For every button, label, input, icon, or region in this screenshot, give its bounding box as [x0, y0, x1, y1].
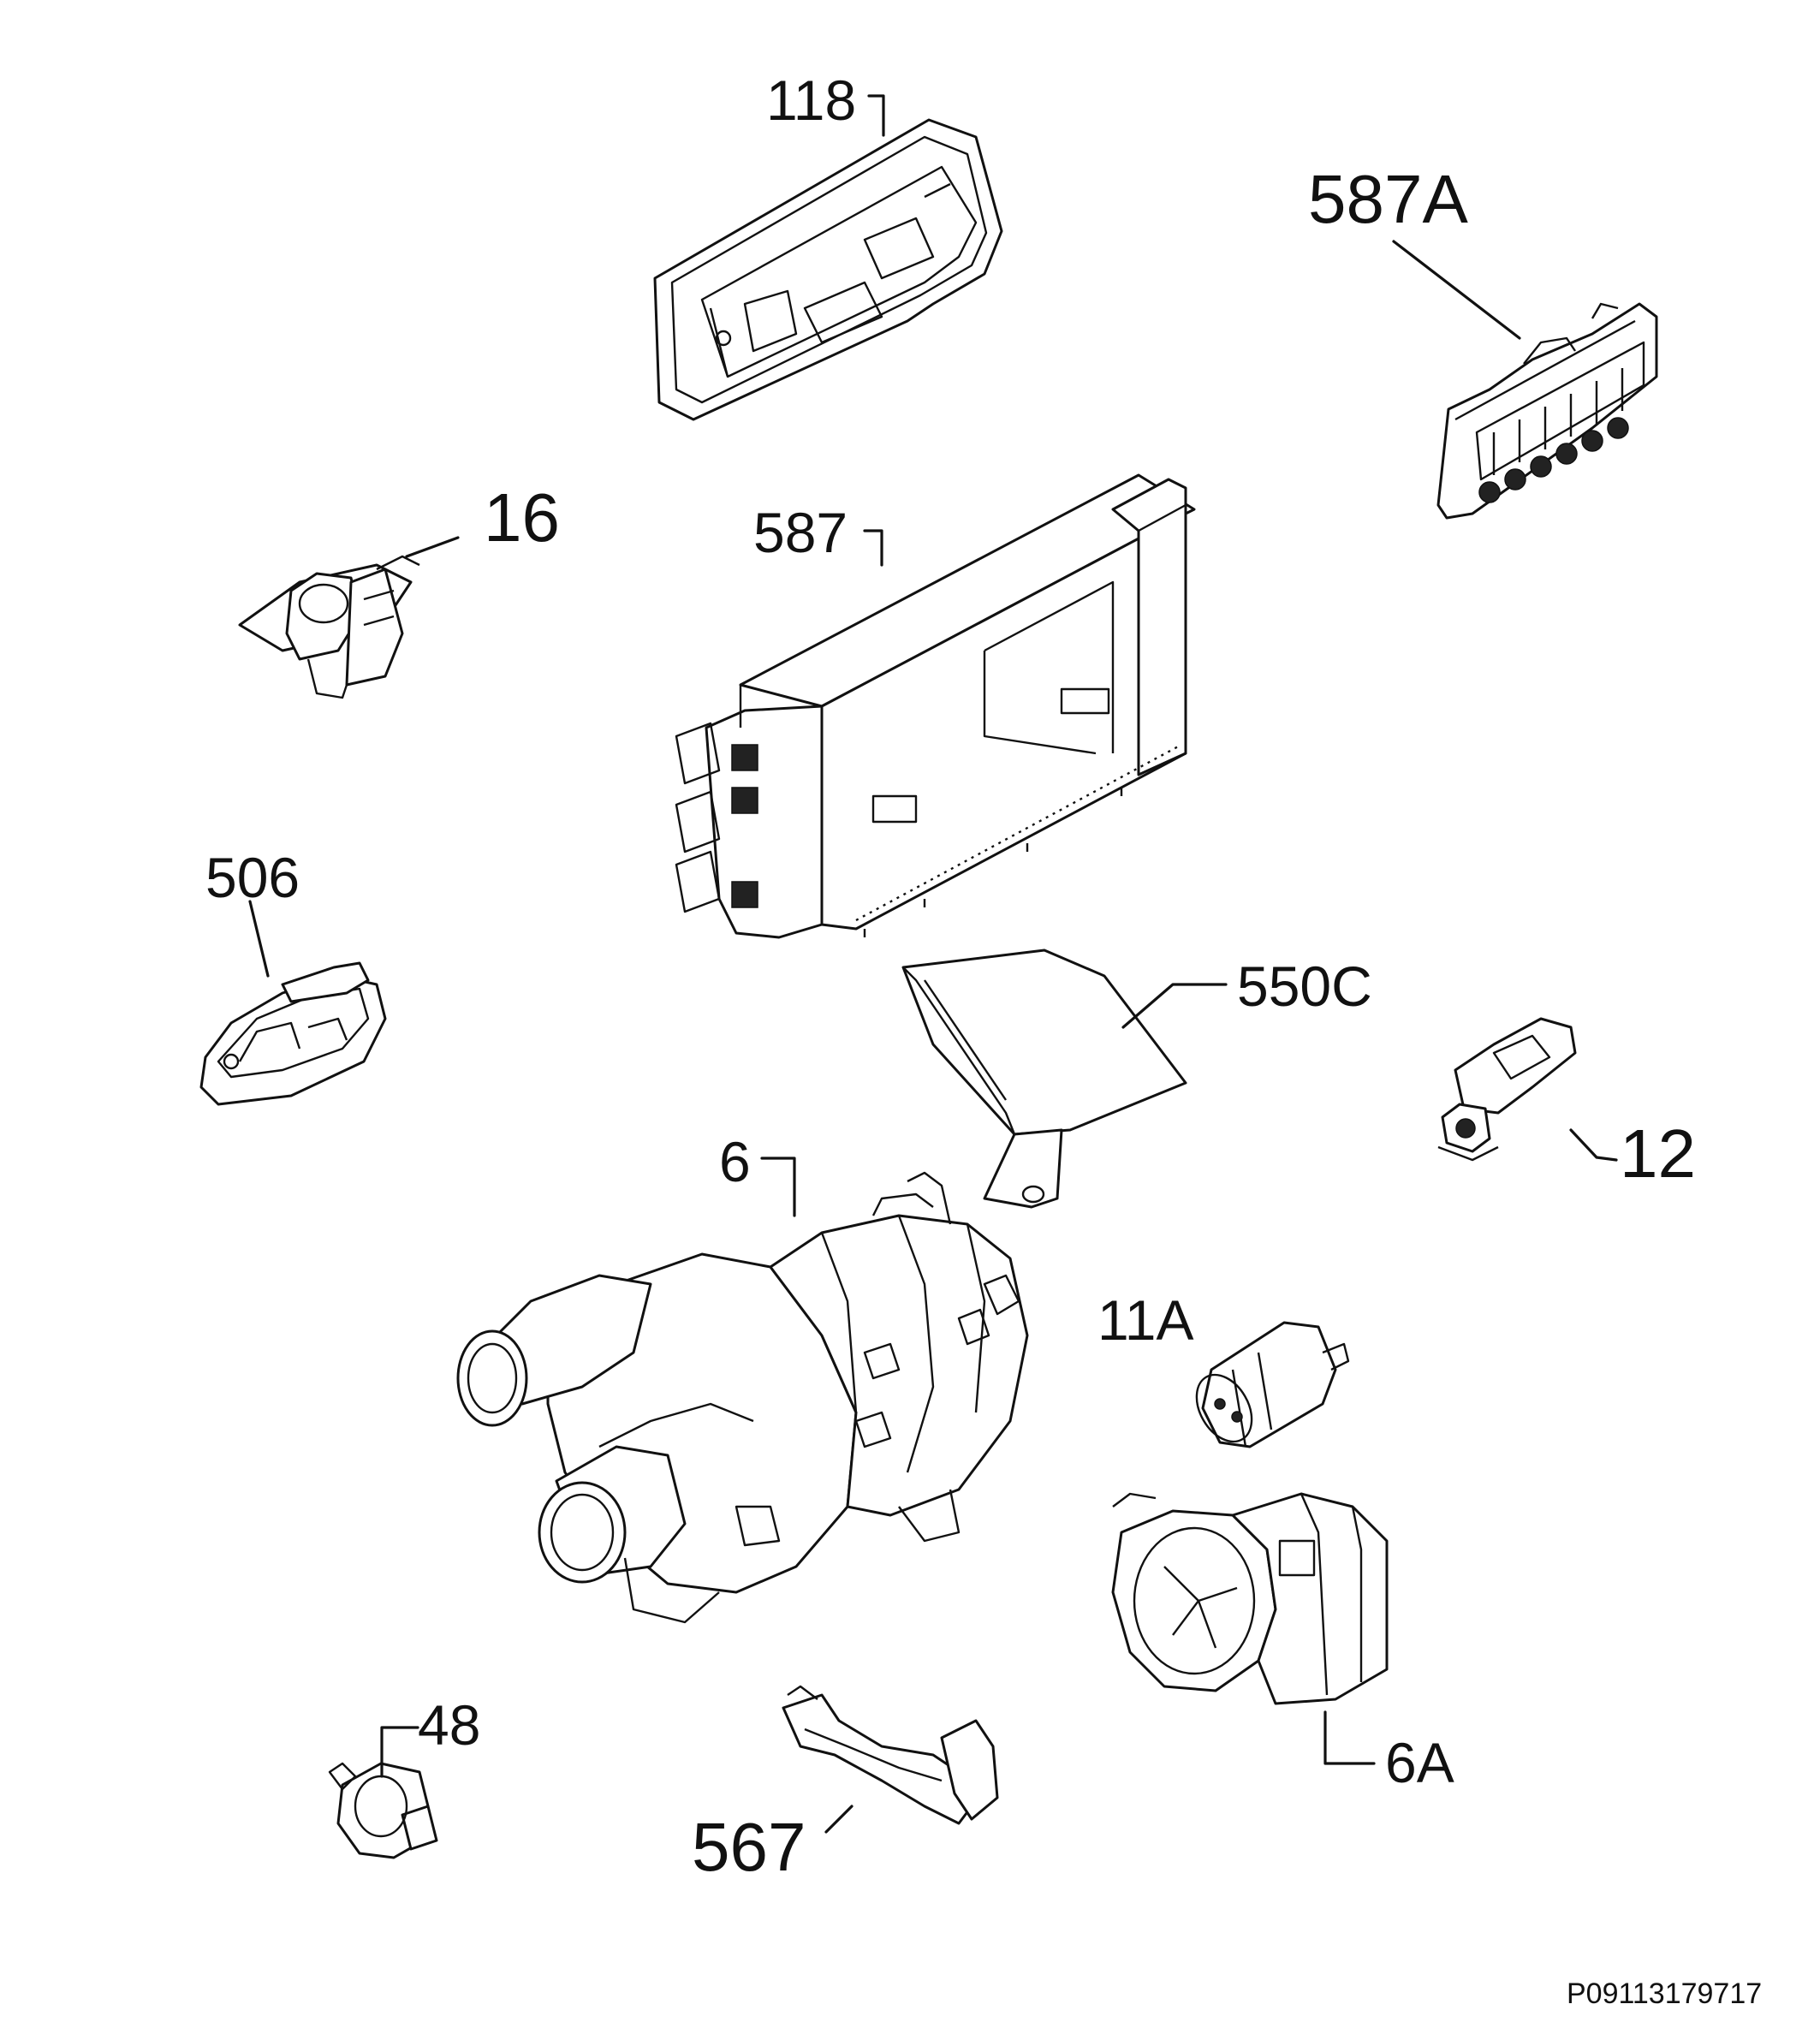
part-6 — [456, 1171, 1029, 1624]
drawing-code: P09113179717 — [1567, 1977, 1762, 2010]
callout-506: 506 — [205, 846, 300, 909]
callout-118: 118 — [766, 68, 856, 132]
callout-48: 48 — [418, 1693, 480, 1757]
callout-550C: 550C — [1237, 955, 1372, 1018]
part-587 — [675, 473, 1196, 939]
part-11A — [1195, 1321, 1350, 1448]
callout-6: 6 — [719, 1130, 751, 1193]
callout-587: 587 — [753, 501, 848, 564]
leader-12 — [1569, 1128, 1618, 1162]
callout-567: 567 — [692, 1809, 806, 1885]
part-587A — [1436, 302, 1658, 520]
leader-587 — [863, 529, 883, 567]
part-12 — [1437, 1017, 1577, 1162]
callout-6A: 6A — [1385, 1731, 1454, 1794]
part-16 — [238, 555, 420, 699]
leader-6 — [760, 1157, 796, 1217]
leader-16 — [405, 536, 460, 558]
callout-16: 16 — [484, 479, 560, 556]
callout-12: 12 — [1620, 1115, 1696, 1192]
part-567 — [782, 1685, 999, 1825]
callout-587A: 587A — [1308, 161, 1468, 237]
leader-118 — [867, 94, 885, 137]
callout-11A: 11A — [1097, 1288, 1194, 1352]
part-6A — [1111, 1492, 1389, 1705]
part-506 — [199, 961, 387, 1106]
part-550C — [901, 949, 1187, 1209]
leader-587A — [1392, 240, 1521, 340]
leader-48 — [380, 1726, 419, 1778]
part-118 — [653, 118, 1003, 421]
leader-6A — [1323, 1710, 1376, 1765]
leader-567 — [824, 1805, 853, 1834]
leader-506 — [248, 900, 270, 978]
part-48 — [328, 1762, 438, 1859]
leader-550C — [1121, 983, 1228, 1029]
